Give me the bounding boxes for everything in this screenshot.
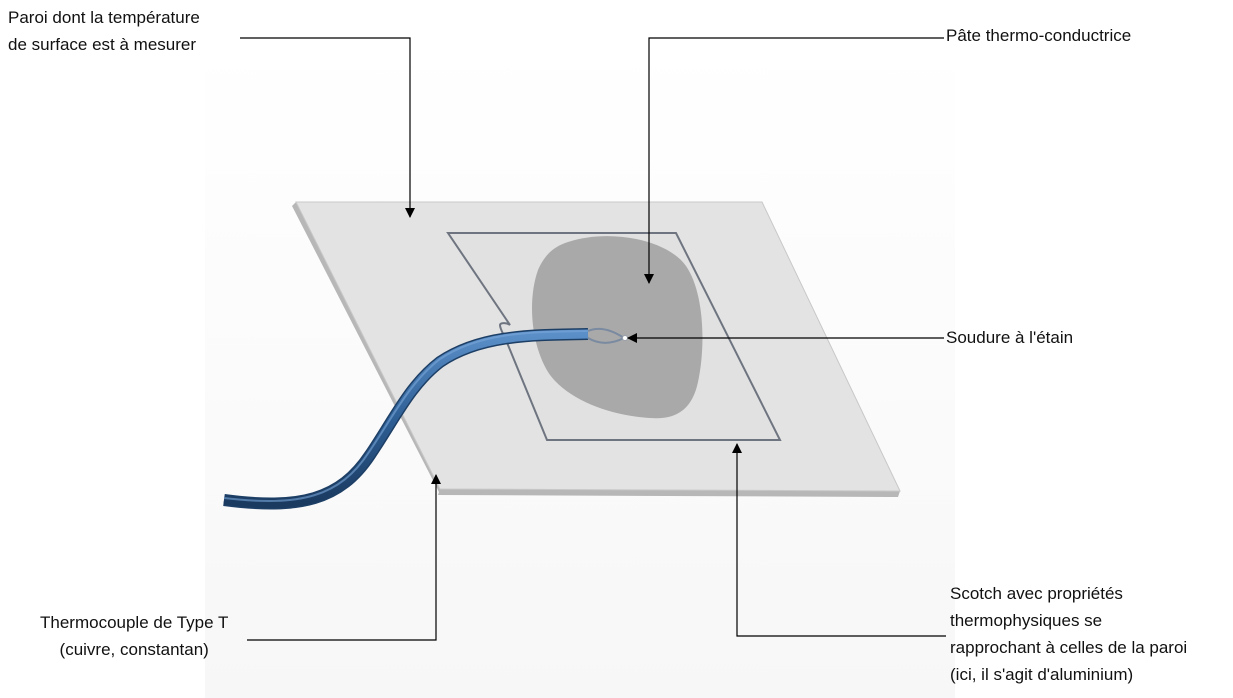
leader-scotch	[732, 443, 946, 637]
plate-side-edge	[292, 202, 440, 494]
label-scotch-line-3: rapprochant à celles de la paroi	[950, 638, 1188, 657]
label-scotch-line-1: Scotch avec propriétés	[950, 584, 1123, 603]
leader-thermocouple	[247, 474, 441, 641]
label-scotch-line-2: thermophysiques se	[950, 611, 1103, 630]
label-paroi-line-2: de surface est à mesurer	[8, 35, 197, 54]
solder-joint	[622, 335, 628, 341]
wire-copper	[587, 327, 625, 339]
label-paroi: Paroi dont la température de surface est…	[8, 4, 200, 58]
label-thermocouple-line-2: (cuivre, constantan)	[59, 640, 209, 659]
plate-front-edge	[438, 489, 900, 497]
label-thermocouple: Thermocouple de Type T (cuivre, constant…	[40, 609, 228, 663]
label-soudure: Soudure à l'étain	[946, 324, 1073, 351]
label-pate: Pâte thermo-conductrice	[946, 22, 1131, 49]
paste-blob	[532, 236, 703, 419]
leader-pate	[644, 37, 944, 284]
wire-constantan	[587, 337, 625, 344]
label-scotch: Scotch avec propriétés thermophysiques s…	[950, 580, 1187, 688]
leader-paroi	[240, 37, 415, 218]
thermocouple-cable	[223, 327, 628, 510]
label-thermocouple-line-1: Thermocouple de Type T	[40, 613, 229, 632]
label-paroi-line-1: Paroi dont la température	[8, 8, 200, 27]
label-pate-text: Pâte thermo-conductrice	[946, 26, 1132, 45]
label-soudure-text: Soudure à l'étain	[946, 328, 1074, 347]
label-scotch-line-4: (ici, il s'agit d'aluminium)	[950, 665, 1134, 684]
